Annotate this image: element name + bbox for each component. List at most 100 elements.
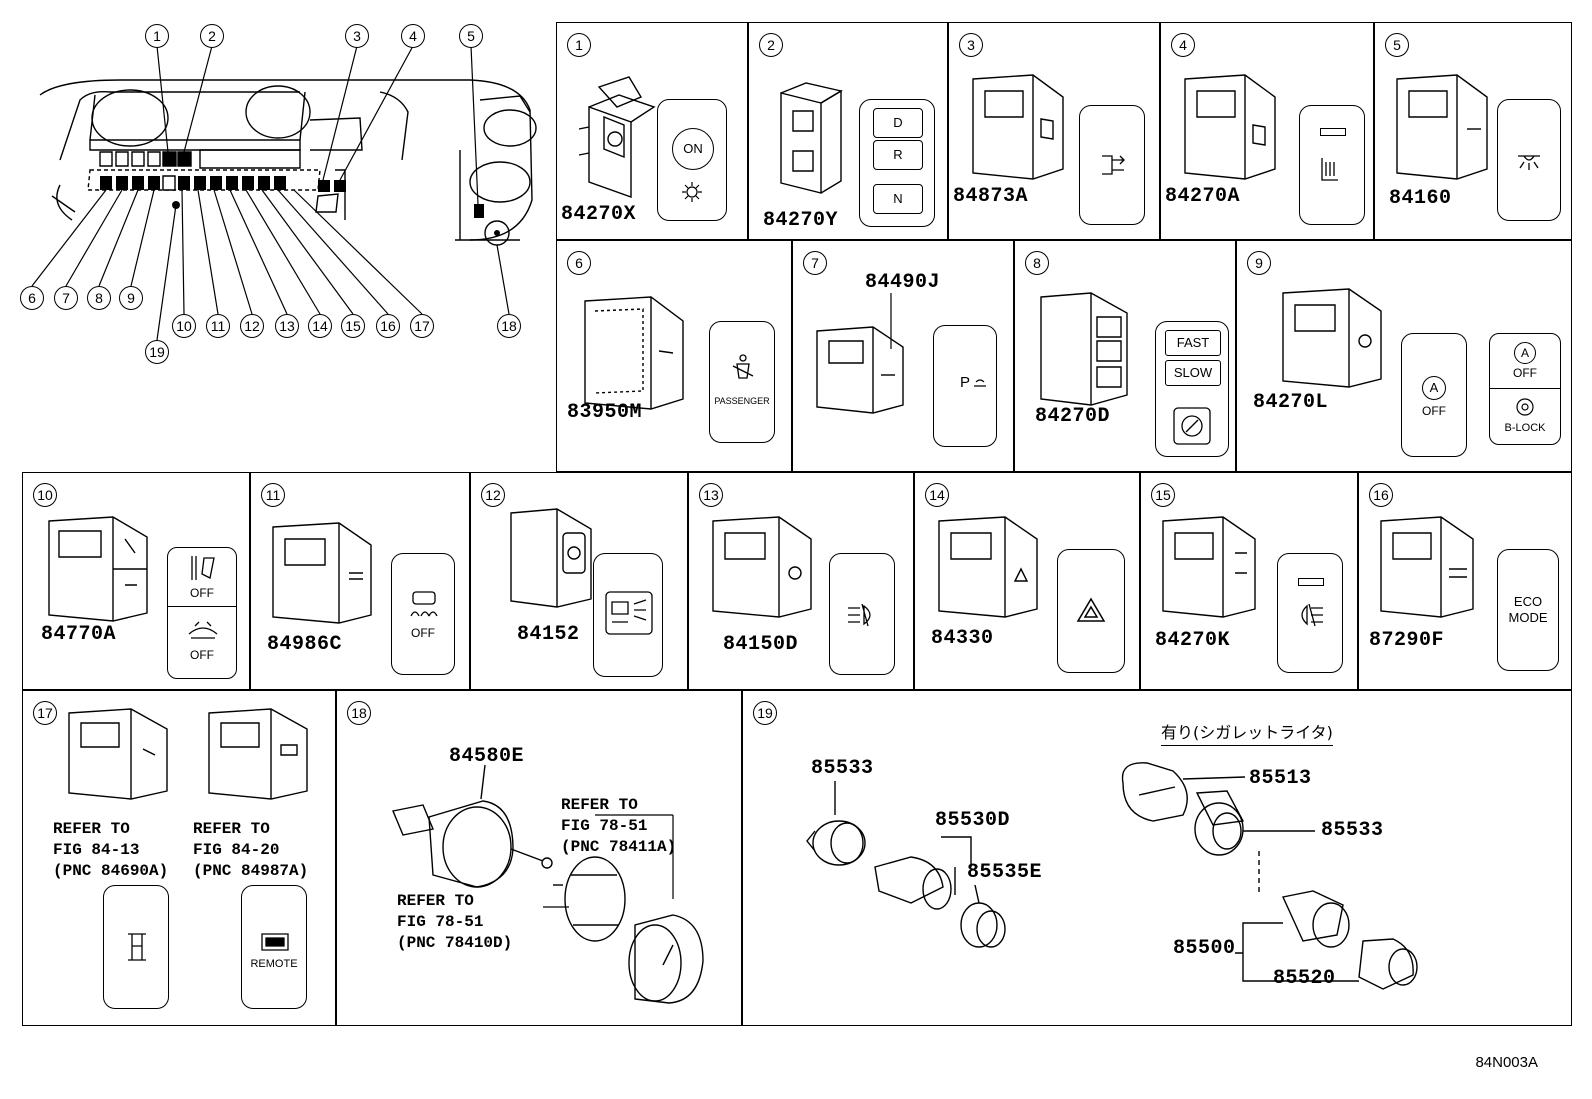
part-number-lighter-body: 85500 bbox=[1173, 937, 1236, 960]
panel-number: 13 bbox=[699, 483, 723, 507]
switch-drawing bbox=[1175, 69, 1285, 189]
panel-number: 2 bbox=[759, 33, 783, 57]
refer-note-knob: REFER TO FIG 78-51 (PNC 78411A) bbox=[561, 796, 677, 856]
panel-number: 19 bbox=[753, 701, 777, 725]
hazard-icon bbox=[1076, 596, 1106, 624]
parking-sensor-icon bbox=[972, 376, 988, 388]
switch-face: ON bbox=[657, 99, 727, 221]
drive-label: D bbox=[873, 108, 923, 138]
airbag-icon bbox=[727, 352, 759, 384]
part-number: 87290F bbox=[1369, 629, 1445, 652]
panel-14: 14 84330 bbox=[914, 472, 1140, 690]
part-number: 83950M bbox=[567, 401, 643, 424]
switch-drawing bbox=[573, 291, 693, 421]
callout-18: 18 bbox=[497, 314, 521, 338]
part-number: 84873A bbox=[953, 185, 1029, 208]
part-number-ring: 85513 bbox=[1249, 767, 1312, 790]
on-label: ON bbox=[672, 128, 714, 170]
off-label-top: OFF bbox=[190, 586, 214, 600]
switch-drawing bbox=[1373, 513, 1483, 623]
panel-number: 1 bbox=[567, 33, 591, 57]
panel-10: 10 84770A OFF OFF bbox=[22, 472, 250, 690]
callout-17: 17 bbox=[410, 314, 434, 338]
part-number: 84270D bbox=[1035, 405, 1111, 428]
dashboard-drawing bbox=[0, 0, 560, 330]
switch-drawing bbox=[501, 503, 611, 613]
panel-number: 3 bbox=[959, 33, 983, 57]
seat-icon bbox=[1098, 150, 1128, 180]
switch-drawing bbox=[1155, 513, 1265, 623]
panel-12: 12 84152 bbox=[470, 472, 688, 690]
panel-6: 6 PASSENGER 83950M bbox=[556, 240, 792, 472]
callout-19: 19 bbox=[145, 340, 169, 364]
panel-number: 17 bbox=[33, 701, 57, 725]
switch-drawing-right bbox=[199, 705, 319, 805]
switch-face: D R N bbox=[859, 99, 935, 227]
switch-drawing bbox=[761, 63, 851, 203]
switch-drawing-left bbox=[59, 705, 179, 805]
switch-drawing bbox=[1273, 283, 1393, 393]
slow-label: SLOW bbox=[1165, 360, 1221, 386]
indicator bbox=[1298, 578, 1324, 586]
callout-8: 8 bbox=[87, 286, 111, 310]
part-number: 84270K bbox=[1155, 629, 1231, 652]
callout-15: 15 bbox=[341, 314, 365, 338]
part-number-housing: 85530D bbox=[935, 809, 1011, 832]
leader-line bbox=[891, 293, 911, 353]
switch-face bbox=[829, 553, 895, 675]
part-number: 84270L bbox=[1253, 391, 1329, 414]
idle-control-icon bbox=[1172, 406, 1212, 446]
panel-13: 13 84150D bbox=[688, 472, 914, 690]
callout-4: 4 bbox=[401, 24, 425, 48]
part-number: 84490J bbox=[865, 271, 941, 294]
refer-note-ring: REFER TO FIG 78-51 (PNC 78410D) bbox=[397, 892, 513, 952]
off-label-bottom: OFF bbox=[190, 648, 214, 662]
part-number: 84270X bbox=[561, 203, 637, 226]
switch-face-left bbox=[103, 885, 169, 1009]
switch-face: FAST SLOW bbox=[1155, 321, 1229, 457]
panel-number: 7 bbox=[803, 251, 827, 275]
power-outlet-drawing bbox=[743, 691, 1563, 1011]
switch-face: PASSENGER bbox=[709, 321, 775, 443]
switch-drawing bbox=[963, 69, 1073, 189]
part-number: 84270A bbox=[1165, 185, 1241, 208]
pre-collision-icon bbox=[185, 616, 221, 640]
panel-9: 9 84270L A OFF A OFF B-LOCK bbox=[1236, 240, 1572, 472]
part-number: 84160 bbox=[1389, 187, 1452, 210]
part-number: 84330 bbox=[931, 627, 994, 650]
panel-number: 10 bbox=[33, 483, 57, 507]
control-knob-drawing bbox=[373, 765, 713, 1025]
switch-face-2: A OFF B-LOCK bbox=[1489, 333, 1561, 445]
part-number: 84986C bbox=[267, 633, 343, 656]
off-label-2: OFF bbox=[1513, 366, 1537, 380]
panel-number: 4 bbox=[1171, 33, 1195, 57]
traction-icon bbox=[407, 590, 441, 620]
callout-13: 13 bbox=[275, 314, 299, 338]
panel-number: 11 bbox=[261, 483, 285, 507]
callout-3: 3 bbox=[345, 24, 369, 48]
callout-11: 11 bbox=[206, 314, 230, 338]
light-icon bbox=[680, 180, 704, 204]
panel-1: 1 ON 84270X bbox=[556, 22, 748, 240]
figure-code: 84N003A bbox=[1475, 1054, 1538, 1071]
panel-number: 15 bbox=[1151, 483, 1175, 507]
panel-3: 3 84873A bbox=[948, 22, 1160, 240]
switch-face: P bbox=[933, 325, 997, 447]
remote-icon bbox=[260, 932, 290, 952]
neutral-label: N bbox=[873, 184, 923, 214]
b-lock-label: B-LOCK bbox=[1504, 422, 1546, 434]
auto-label: A bbox=[1422, 376, 1446, 400]
part-number-socket: 85533 bbox=[811, 757, 874, 780]
panel-number: 5 bbox=[1385, 33, 1409, 57]
callout-14: 14 bbox=[308, 314, 332, 338]
switch-drawing bbox=[807, 311, 917, 421]
fog-lamp-icon bbox=[844, 600, 880, 630]
callout-2: 2 bbox=[200, 24, 224, 48]
parking-label: P bbox=[959, 374, 970, 391]
panel-number: 14 bbox=[925, 483, 949, 507]
headlamp-leveling-icon bbox=[602, 588, 656, 638]
panel-2: 2 D R N 84270Y bbox=[748, 22, 948, 240]
switch-face bbox=[1277, 553, 1343, 673]
switch-face bbox=[1079, 105, 1145, 225]
switch-face-right: REMOTE bbox=[241, 885, 307, 1009]
